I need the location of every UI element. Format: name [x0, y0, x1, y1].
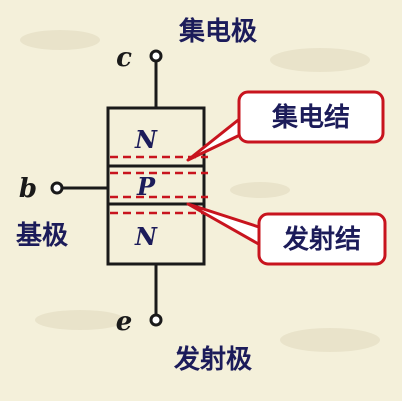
region-label-bottom: N [134, 222, 158, 251]
base-letter: b [19, 174, 37, 204]
emitter-name: 发射极 [173, 344, 253, 375]
region-label-middle: P [136, 172, 156, 201]
base-name: 基极 [16, 221, 69, 251]
collector-junction-label: 集电结 [271, 102, 350, 133]
emitter-junction-callout: 发射结 [186, 202, 387, 266]
emitter-letter: e [116, 307, 133, 337]
region-label-top: N [134, 125, 158, 154]
emitter-n-region [106, 202, 206, 266]
background-watermark [20, 30, 380, 352]
collector-junction-pointer [186, 115, 243, 162]
collector-terminal-dot [149, 49, 163, 63]
emitter-terminal-dot [149, 313, 163, 327]
collector-junction-box [237, 90, 385, 144]
emitter-junction-box [257, 212, 387, 266]
emitter-junction-label: 发射结 [282, 224, 361, 255]
collector-junction-callout: 集电结 [186, 90, 385, 162]
collector-name: 集电极 [178, 16, 258, 47]
base-terminal-dot [50, 181, 64, 195]
emitter-junction-pointer [186, 202, 263, 248]
collector-letter: c [116, 43, 132, 73]
base-p-region [106, 164, 206, 206]
